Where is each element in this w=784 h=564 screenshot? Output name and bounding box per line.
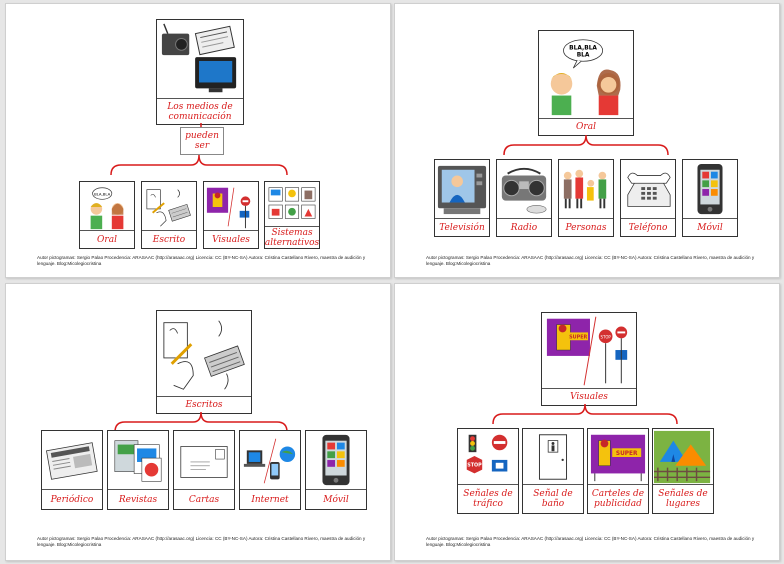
- label-escrito: Escrito: [142, 230, 196, 248]
- svg-text:SUPER: SUPER: [616, 451, 638, 457]
- card-sistemas: Sistemas alternativos: [264, 181, 320, 249]
- card-senal-bano: Señal de baño: [522, 428, 584, 514]
- title-label: Visuales: [542, 388, 636, 405]
- writing-hands-image: [158, 312, 250, 396]
- curly-brace-icon: [503, 134, 669, 156]
- title-card: BLA,BLA BLA Oral: [538, 30, 634, 136]
- card-cartas: Cartas: [173, 430, 235, 510]
- slide-visuales: SUPER STOP Visuales STOP Señales de tráf…: [394, 283, 780, 561]
- label-television: Televisión: [435, 218, 489, 236]
- card-visuales: Visuales: [203, 181, 259, 249]
- label-personas: Personas: [559, 218, 613, 236]
- title-label: Los medios de comunicación: [157, 98, 243, 124]
- card-revistas: Revistas: [107, 430, 169, 510]
- television-image: [436, 161, 488, 219]
- card-internet: Internet: [239, 430, 301, 510]
- svg-text:BLA,BLA: BLA,BLA: [94, 191, 111, 196]
- card-telefono: Teléfono: [620, 159, 676, 237]
- title-card: SUPER STOP Visuales: [541, 312, 637, 406]
- title-card: Los medios de comunicación: [156, 19, 244, 125]
- credit-text: Autor pictogramas: Sergio Palao Proceden…: [37, 536, 366, 547]
- bathroom-door-image: [524, 430, 582, 484]
- label-senales-lugares: Señales de lugares: [653, 484, 713, 513]
- card-periodico: Periódico: [41, 430, 103, 510]
- slide-oral: BLA,BLA BLA Oral Televisión Radio: [394, 3, 780, 278]
- advertising-poster-image: SUPER: [589, 430, 647, 484]
- label-oral: Oral: [80, 230, 134, 248]
- speech-bubble-text: BLA,BLA: [569, 46, 597, 52]
- mobile-phone-image: [684, 161, 736, 219]
- title-card: Escritos: [156, 310, 252, 414]
- card-movil: Móvil: [682, 159, 738, 237]
- talking-people-image: BLA,BLA BLA: [540, 32, 632, 117]
- card-senales-trafico: STOP Señales de tráfico: [457, 428, 519, 514]
- envelope-image: [175, 432, 233, 490]
- card-oral: BLA,BLA Oral: [79, 181, 135, 249]
- card-escrito: Escrito: [141, 181, 197, 249]
- mobile-phone-image: [307, 432, 365, 490]
- telephone-image: [622, 161, 674, 219]
- curly-brace-icon: [110, 154, 288, 176]
- label-internet: Internet: [240, 489, 300, 509]
- connector-label: pueden ser: [180, 127, 224, 155]
- signs-ads-image: SUPER STOP: [543, 314, 635, 389]
- svg-text:STOP: STOP: [467, 463, 482, 469]
- magazines-image: [109, 432, 167, 490]
- label-sistemas: Sistemas alternativos: [264, 226, 320, 248]
- svg-text:STOP: STOP: [600, 334, 611, 339]
- camping-place-image: [654, 430, 712, 484]
- label-senales-trafico: Señales de tráfico: [458, 484, 518, 513]
- card-carteles-publicidad: SUPER Carteles de publicidad: [587, 428, 649, 514]
- slide-medios-comunicacion: Los medios de comunicación pueden ser BL…: [5, 3, 391, 278]
- pictogram-grid-image: [266, 183, 318, 227]
- card-senales-lugares: Señales de lugares: [652, 428, 714, 514]
- title-label: Escritos: [157, 396, 251, 413]
- traffic-signs-image: STOP: [459, 430, 517, 484]
- svg-text:BLA: BLA: [577, 52, 590, 58]
- radio-image: [498, 161, 550, 219]
- label-visuales: Visuales: [204, 230, 258, 248]
- label-movil: Móvil: [683, 218, 737, 236]
- writing-hands-image: [143, 183, 195, 231]
- title-label: Oral: [539, 118, 633, 135]
- label-revistas: Revistas: [108, 489, 168, 509]
- slide-escritos: Escritos Periódico Revistas Cartas Inter…: [5, 283, 391, 561]
- curly-brace-icon: [114, 411, 288, 433]
- curly-brace-icon: [492, 403, 678, 425]
- newspaper-image: [43, 432, 101, 490]
- credit-text: Autor pictogramas: Sergio Palao Proceden…: [426, 255, 755, 266]
- label-senal-bano: Señal de baño: [523, 484, 583, 513]
- card-movil: Móvil: [305, 430, 367, 510]
- label-carteles-publicidad: Carteles de publicidad: [588, 484, 648, 513]
- label-periodico: Periódico: [42, 489, 102, 509]
- card-television: Televisión: [434, 159, 490, 237]
- svg-text:SUPER: SUPER: [569, 334, 587, 340]
- card-personas: Personas: [558, 159, 614, 237]
- label-cartas: Cartas: [174, 489, 234, 509]
- card-radio: Radio: [496, 159, 552, 237]
- talking-people-image: BLA,BLA: [81, 183, 133, 231]
- label-radio: Radio: [497, 218, 551, 236]
- label-movil: Móvil: [306, 489, 366, 509]
- signs-ads-image: [205, 183, 257, 231]
- people-group-image: [560, 161, 612, 219]
- internet-devices-image: [241, 432, 299, 490]
- label-telefono: Teléfono: [621, 218, 675, 236]
- media-devices-image: [158, 21, 242, 99]
- credit-text: Autor pictogramas: Sergio Palao Proceden…: [426, 536, 755, 547]
- credit-text: Autor pictogramas: Sergio Palao Proceden…: [37, 255, 366, 266]
